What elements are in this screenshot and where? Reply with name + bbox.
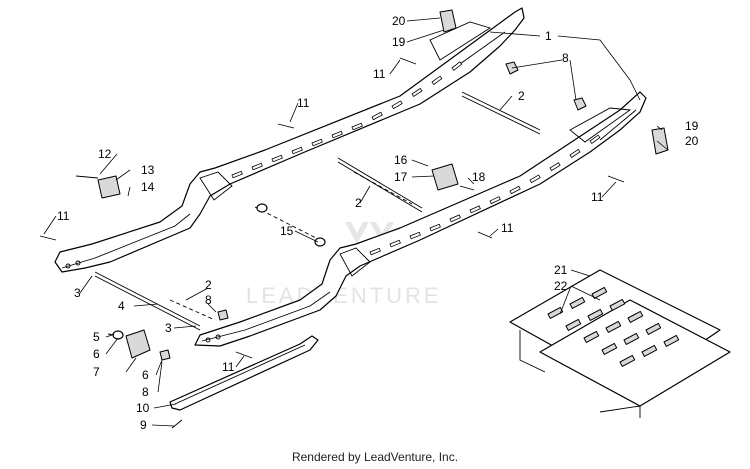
washer-15b <box>314 237 326 247</box>
callout-21: 21 <box>554 263 568 277</box>
washer-15a <box>256 203 268 213</box>
callout-12: 12 <box>98 147 112 161</box>
callout-11-lower-right: 11 <box>501 221 514 235</box>
callout-5: 5 <box>93 330 100 344</box>
callout-19-right: 19 <box>685 119 699 133</box>
callout-11-upper-left: 11 <box>297 96 310 110</box>
wear-strip <box>169 335 319 411</box>
callout-11-left: 11 <box>57 209 70 223</box>
callouts: 20 19 1 11 8 2 11 16 17 18 2 15 11 11 19… <box>57 14 699 432</box>
right-rail-slots <box>369 134 601 256</box>
watermark-text: LEADVENTURE <box>246 283 442 308</box>
leader-lines <box>43 17 669 427</box>
callout-6-left: 6 <box>93 347 100 361</box>
cross-shafts <box>94 91 541 331</box>
left-rail-slots <box>231 61 463 179</box>
callout-8-top: 8 <box>562 51 569 65</box>
right-rail <box>194 91 647 347</box>
block-17 <box>431 163 459 191</box>
callout-9: 9 <box>140 418 147 432</box>
callout-18: 18 <box>472 170 486 184</box>
track-clips <box>547 286 680 367</box>
bracket-right <box>651 127 669 155</box>
washer-6 <box>112 330 124 340</box>
callout-22: 22 <box>554 279 568 293</box>
callout-1: 1 <box>545 29 552 43</box>
watermark-logo-2 <box>370 222 394 244</box>
callout-6-lower: 6 <box>142 368 149 382</box>
callout-13: 13 <box>141 163 155 177</box>
callout-10: 10 <box>136 401 150 415</box>
watermark: LEADVENTURE <box>246 222 442 308</box>
callout-8-middle: 8 <box>205 293 212 307</box>
callout-4: 4 <box>118 299 125 313</box>
callout-20-top: 20 <box>392 14 406 28</box>
callout-20-right: 20 <box>685 134 699 148</box>
callout-2-lower: 2 <box>205 278 212 292</box>
callout-16: 16 <box>394 153 408 167</box>
nut-8-mid <box>217 309 229 321</box>
callout-2-top: 2 <box>518 89 525 103</box>
nut-right <box>573 97 587 111</box>
track-clip-inset <box>509 269 731 418</box>
callout-11-bottom: 11 <box>222 360 235 374</box>
callout-3-right: 3 <box>165 321 172 335</box>
callout-8-lower: 8 <box>142 385 149 399</box>
callout-11-top: 11 <box>373 67 386 81</box>
callout-2-middle: 2 <box>355 196 362 210</box>
hardware <box>39 9 669 429</box>
block-13 <box>97 175 121 199</box>
callout-15: 15 <box>280 224 294 238</box>
left-rail <box>54 7 525 273</box>
callout-7: 7 <box>93 365 100 379</box>
callout-11-right: 11 <box>591 190 604 204</box>
bracket-top <box>439 9 457 33</box>
callout-17: 17 <box>394 170 408 184</box>
callout-3-left: 3 <box>74 286 81 300</box>
render-credit: Rendered by LeadVenture, Inc. <box>291 450 459 464</box>
watermark-logo <box>345 222 369 244</box>
callout-14: 14 <box>141 180 155 194</box>
bearing-7 <box>125 329 151 359</box>
nut-8-lower <box>159 349 171 361</box>
callout-19-top: 19 <box>392 35 406 49</box>
